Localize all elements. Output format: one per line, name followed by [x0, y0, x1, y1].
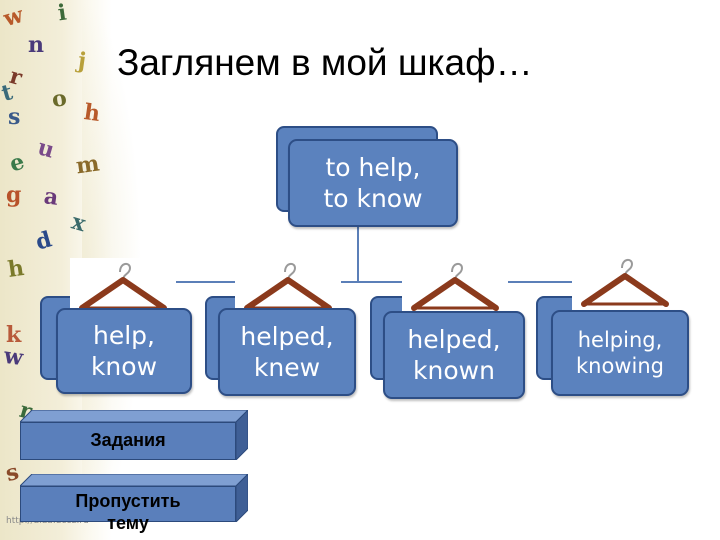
child-3-line-2: known [413, 356, 495, 385]
tasks-button[interactable]: Задания [20, 410, 248, 460]
child-2-line-1: helped, [240, 321, 334, 351]
root-line-2: to know [323, 184, 423, 213]
child-1-line-2: know [90, 352, 158, 381]
hanger-icon [572, 254, 678, 310]
hanger-icon [235, 258, 341, 314]
root-node[interactable]: to help,to know [288, 139, 458, 227]
child-node-base-form[interactable]: help,know [56, 308, 192, 394]
child-2-line-2: knew [253, 353, 321, 382]
child-1-line-1: help, [92, 320, 155, 350]
hanger-icon [70, 258, 176, 314]
slide-title: Заглянем в мой шкаф… [117, 42, 533, 83]
decorative-letter: k [6, 322, 22, 348]
skip-topic-button-label: Пропустить тему [75, 491, 181, 533]
decorative-letter: g [6, 182, 22, 208]
tasks-button-label: Задания [90, 430, 166, 451]
child-node-past-participle[interactable]: helped,known [383, 311, 525, 399]
child-3-line-1: helped, [407, 324, 501, 354]
skip-topic-button[interactable]: Пропустить тему [20, 474, 248, 533]
child-node-ing-form[interactable]: helping,knowing [551, 310, 689, 396]
child-node-past-simple[interactable]: helped,knew [218, 308, 356, 396]
child-4-line-2: knowing [576, 354, 664, 378]
decorative-letter: s [8, 104, 21, 130]
child-4-line-1: helping, [577, 327, 663, 352]
root-line-1: to help, [325, 152, 421, 182]
decorative-letter: n [28, 32, 44, 58]
hanger-icon [402, 258, 508, 314]
